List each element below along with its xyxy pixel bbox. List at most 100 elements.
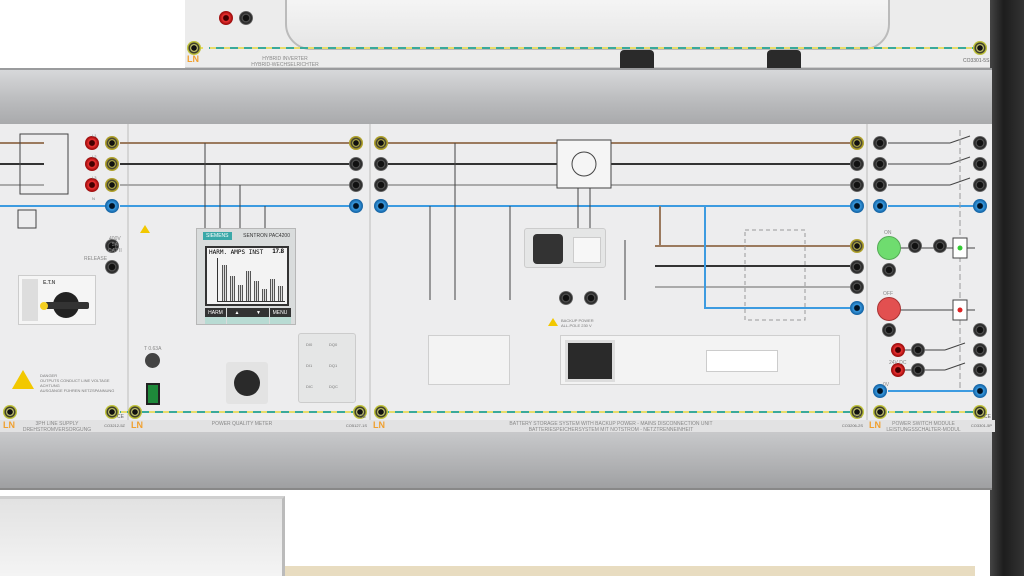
socket[interactable]: [933, 239, 947, 253]
socket[interactable]: [882, 323, 896, 337]
socket[interactable]: [908, 239, 922, 253]
module-divider: [127, 124, 129, 432]
socket[interactable]: [85, 136, 99, 150]
socket[interactable]: [559, 291, 573, 305]
ground-socket[interactable]: [873, 405, 887, 419]
socket[interactable]: [911, 343, 925, 357]
fuse-rail: [706, 350, 778, 372]
fuse-holder[interactable]: [145, 353, 160, 368]
socket[interactable]: [349, 136, 363, 150]
socket[interactable]: [973, 199, 987, 213]
fuse-label: T 0.63A: [144, 346, 162, 352]
socket[interactable]: [105, 199, 119, 213]
socket[interactable]: [873, 384, 887, 398]
meter-softkey[interactable]: MENU: [269, 308, 291, 324]
socket[interactable]: [973, 178, 987, 192]
lock-indicator: [40, 302, 48, 310]
power-switch[interactable]: [146, 383, 160, 405]
socket[interactable]: [891, 363, 905, 377]
harmonic-bar: [278, 286, 283, 301]
socket[interactable]: [911, 363, 925, 377]
meter-softkey[interactable]: HARM: [205, 308, 226, 324]
socket[interactable]: [891, 343, 905, 357]
socket[interactable]: [850, 280, 864, 294]
rating-label: 400V 5A CAT II: [108, 236, 122, 254]
module-footer: LN BATTERY STORAGE SYSTEM WITH BACKUP PO…: [370, 414, 866, 433]
socket[interactable]: [105, 239, 119, 253]
ln-logo: LN: [3, 420, 15, 430]
meter-softkey[interactable]: ▼: [248, 308, 269, 324]
socket[interactable]: [349, 199, 363, 213]
socket[interactable]: [850, 178, 864, 192]
meter-softkey[interactable]: ▲: [226, 308, 248, 324]
harmonic-bar: [222, 265, 227, 301]
module-footer: LN POWER QUALITY METER CE CO5127-1S: [128, 414, 370, 432]
socket[interactable]: [850, 136, 864, 150]
socket[interactable]: [850, 301, 864, 315]
socket[interactable]: [105, 260, 119, 274]
socket[interactable]: [374, 136, 388, 150]
socket[interactable]: [873, 199, 887, 213]
module-code: CO3206-2S: [841, 423, 863, 428]
harmonic-bar: [246, 270, 251, 301]
socket[interactable]: [85, 157, 99, 171]
schuko-socket[interactable]: [573, 237, 601, 263]
socket[interactable]: [374, 157, 388, 171]
socket[interactable]: [105, 157, 119, 171]
socket[interactable]: [239, 11, 253, 25]
harmonic-bar: [270, 279, 275, 301]
socket[interactable]: [973, 363, 987, 377]
socket[interactable]: [850, 199, 864, 213]
ground-socket[interactable]: [353, 405, 367, 419]
socket[interactable]: [973, 136, 987, 150]
title-en: HYBRID INVERTER: [262, 56, 308, 62]
socket[interactable]: [374, 178, 388, 192]
ce-mark: CE: [855, 414, 862, 420]
socket[interactable]: [973, 384, 987, 398]
main-switch[interactable]: E.T.N: [18, 275, 96, 325]
socket[interactable]: [850, 239, 864, 253]
circuit-breaker[interactable]: [428, 335, 510, 385]
socket[interactable]: [105, 136, 119, 150]
backup-connector[interactable]: [533, 234, 563, 264]
on-button[interactable]: [877, 236, 901, 260]
ground-socket[interactable]: [973, 405, 987, 419]
socket[interactable]: [374, 199, 388, 213]
backup-socket-panel: [524, 228, 606, 268]
ground-socket[interactable]: [128, 405, 142, 419]
ground-socket[interactable]: [3, 405, 17, 419]
socket[interactable]: [85, 178, 99, 192]
ground-socket[interactable]: [105, 405, 119, 419]
module-code: CO3301-5P: [970, 423, 992, 428]
socket[interactable]: [882, 263, 896, 277]
off-button[interactable]: [877, 297, 901, 321]
socket[interactable]: [973, 323, 987, 337]
socket[interactable]: [349, 157, 363, 171]
socket[interactable]: [973, 343, 987, 357]
off-label: OFF: [883, 291, 893, 297]
ground-socket[interactable]: [973, 41, 987, 55]
socket[interactable]: [873, 136, 887, 150]
ce-mark: CE: [359, 414, 366, 420]
rotary-handle[interactable]: [45, 302, 89, 309]
ground-socket[interactable]: [850, 405, 864, 419]
socket[interactable]: [105, 178, 119, 192]
frame-upright: [990, 0, 1024, 576]
socket[interactable]: [873, 157, 887, 171]
ground-socket[interactable]: [374, 405, 388, 419]
ground-socket[interactable]: [187, 41, 201, 55]
socket[interactable]: [349, 178, 363, 192]
module-code: CO3301-5S: [963, 58, 990, 64]
socket[interactable]: [850, 260, 864, 274]
socket[interactable]: [973, 157, 987, 171]
ethernet-port[interactable]: [226, 362, 268, 404]
io-label: DIC: [306, 384, 313, 389]
socket[interactable]: [850, 157, 864, 171]
table-surface: [285, 566, 975, 576]
socket[interactable]: [219, 11, 233, 25]
socket[interactable]: [873, 178, 887, 192]
socket[interactable]: [584, 291, 598, 305]
